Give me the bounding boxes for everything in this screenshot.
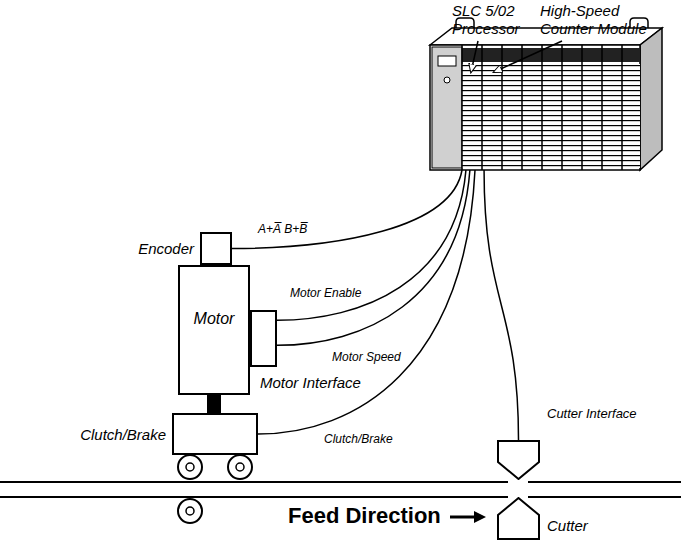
feed-arrowhead [474,511,486,523]
signal-wire [232,170,462,249]
roller-axle [236,463,244,471]
leader-arrow [494,41,562,72]
feed-arrow [450,516,476,519]
web-material [0,482,681,497]
motor-box: Motor [178,265,250,395]
plc-chassis: SLC 5/02 ProcessorHigh-Speed Counter Mod… [430,45,662,170]
module-faces [462,64,640,168]
motor-interface-box: Motor Interface [250,310,277,367]
cutter-knife: Cutter [497,497,540,540]
module-tops [462,48,640,62]
module-dividers [462,45,622,170]
power-supply [432,47,462,168]
chassis-front [430,45,640,170]
signal-name: Motor Enable [288,286,363,300]
part-name: Encoder [138,240,194,258]
part-name: Motor Interface [260,374,361,392]
roller [178,455,202,479]
knife-outline [498,441,539,479]
module-callout: SLC 5/02 Processor [452,2,527,38]
signal-name: A+A̅ B+B̅ [256,222,309,236]
roller-axle [186,507,194,515]
chassis-side [640,28,662,170]
roller-axle [186,463,194,471]
knife-shape [497,497,540,540]
signal-name: Clutch/Brake [322,432,395,446]
knife-outline [498,498,539,539]
part-name: Cutter Interface [547,406,637,422]
encoder-box: Encoder [200,232,232,265]
motor-shaft [207,395,221,413]
clutch-brake-box: Clutch/Brake [172,413,258,455]
knife-shape [497,440,540,480]
signal-wire [484,170,518,440]
module-callout: High-Speed Counter Module [540,2,658,38]
roller [178,499,202,523]
signal-wire [277,170,466,320]
cutter-interface-knife: Cutter Interface [497,440,540,480]
feed-direction-label: Feed Direction [288,503,441,529]
signal-wire [258,170,475,434]
part-name: Cutter [547,517,588,535]
module-gaps [464,63,500,64]
part-name: Motor [180,309,248,328]
power-supply-detail [438,56,456,66]
part-name: Clutch/Brake [80,426,166,444]
roller [228,455,252,479]
leader-arrow [471,41,478,72]
power-supply-detail [444,77,450,83]
signal-name: Motor Speed [330,350,403,364]
signal-wire [277,170,470,345]
